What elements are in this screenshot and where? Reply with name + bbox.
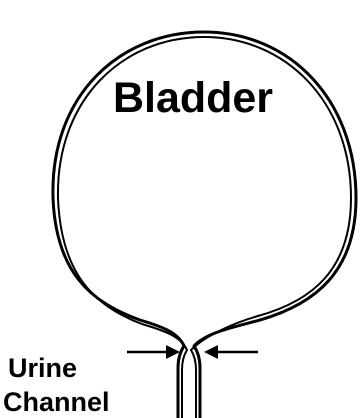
bladder-label: Bladder bbox=[113, 74, 273, 122]
channel-label-line1: Urine bbox=[8, 353, 77, 383]
channel-label-line2: Channel bbox=[3, 387, 110, 417]
